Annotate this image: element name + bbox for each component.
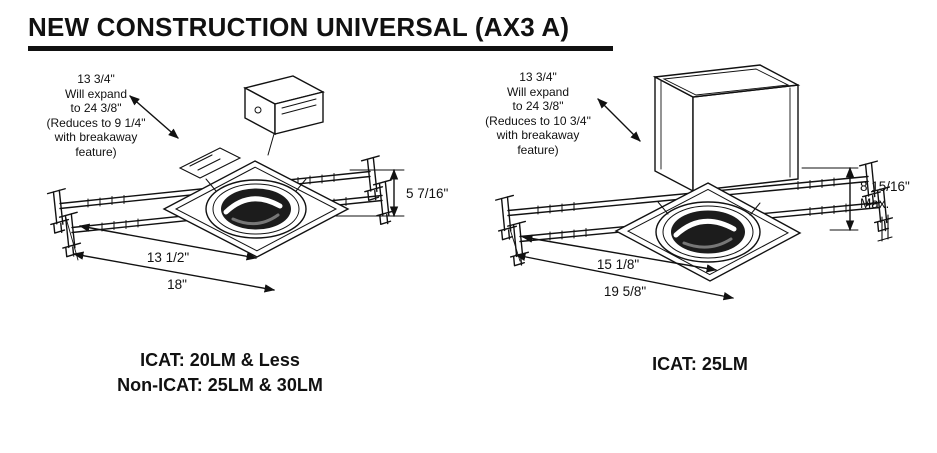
junction-box [243, 75, 325, 156]
caption-line: Non-ICAT: 25LM & 30LM [117, 375, 323, 395]
left-fixture-caption: ICAT: 20LM & Less Non-ICAT: 25LM & 30LM [10, 348, 430, 398]
title-underline [28, 46, 613, 51]
outer-width-dimension-label: 19 5/8" [603, 284, 647, 299]
height-dimension-label: 5 7/16" [406, 186, 449, 201]
dimension-lines [509, 98, 859, 301]
housing-can [652, 64, 801, 193]
expand-note-line: Will expand [64, 86, 128, 101]
height-dimension-label: 8 15/16" [860, 179, 910, 194]
expand-note-line: to 24 3/8" [70, 101, 122, 115]
dimension-lines [65, 95, 405, 293]
outer-width-dimension-label: 18" [167, 277, 187, 292]
expand-note-line: to 24 3/8" [512, 99, 564, 113]
expand-note-line: (Reduces to 9 1/4" [46, 115, 146, 130]
right-fixture-drawing [494, 64, 895, 301]
expand-note-line: feature) [75, 144, 117, 159]
left-fixture-drawing [46, 75, 405, 293]
mounting-plate [178, 147, 242, 179]
expand-note-line: feature) [517, 142, 559, 157]
left-fixture-diagram: 13 3/4" Will expand to 24 3/8" (Reduces … [30, 58, 465, 350]
expand-note-line: 13 3/4" [77, 72, 115, 86]
outer-width-dimension-arrow [514, 252, 735, 301]
caption-line: ICAT: 25LM [652, 354, 748, 374]
expand-note-line: Will expand [506, 84, 570, 99]
plaster-frame [162, 160, 350, 258]
expand-note-line: with breakaway [54, 130, 138, 144]
inner-width-dimension-label: 13 1/2" [146, 250, 190, 265]
expand-note: 13 3/4" Will expand to 24 3/8" (Reduces … [30, 72, 162, 159]
expand-note-line: 13 3/4" [519, 70, 557, 84]
expand-note: 13 3/4" Will expand to 24 3/8" (Reduces … [472, 70, 604, 157]
caption-line: ICAT: 20LM & Less [140, 350, 300, 370]
page-title: NEW CONSTRUCTION UNIVERSAL (AX3 A) [28, 12, 570, 42]
expand-note-line: with breakaway [496, 128, 580, 142]
outer-width-dimension-arrow [72, 251, 276, 293]
inner-width-dimension-label: 15 1/8" [596, 257, 640, 272]
expand-note-line: (Reduces to 10 3/4" [485, 113, 591, 128]
right-fixture-diagram: 13 3/4" Will expand to 24 3/8" (Reduces … [468, 55, 933, 355]
height-dimension-suffix: Max. [860, 196, 890, 211]
expand-dimension-arrow [597, 98, 641, 142]
expand-dimension-arrow [129, 95, 179, 139]
right-fixture-caption: ICAT: 25LM [520, 352, 880, 377]
